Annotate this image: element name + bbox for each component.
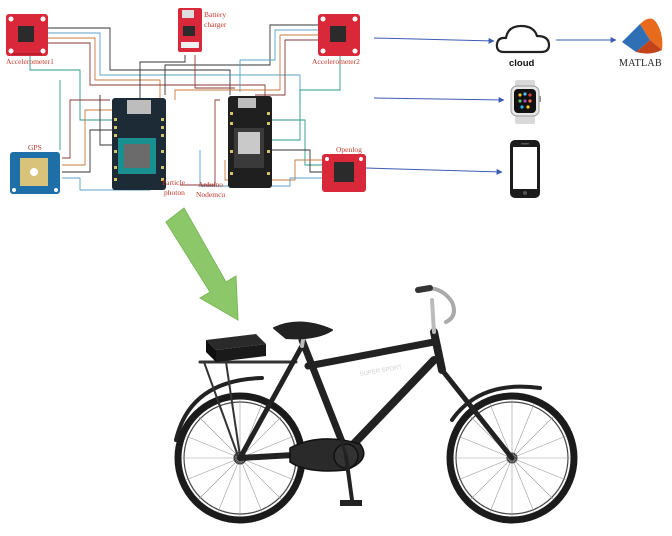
battery-charger-label-line2: charger bbox=[204, 20, 227, 29]
gps-board bbox=[10, 152, 60, 194]
nodemcu-board bbox=[228, 96, 272, 188]
bicycle-icon: SUPER SPORT bbox=[174, 285, 578, 524]
smartwatch-icon bbox=[510, 80, 541, 124]
smartphone-icon bbox=[510, 140, 540, 198]
wiring bbox=[29, 24, 341, 191]
particle-label-line1: Particle bbox=[162, 178, 186, 187]
particle-photon-board bbox=[112, 98, 166, 190]
cloud-icon bbox=[495, 24, 551, 54]
svg-text:SUPER SPORT: SUPER SPORT bbox=[359, 365, 403, 378]
accelerometer2-label: Accelerometer2 bbox=[312, 57, 360, 66]
matlab-logo-icon bbox=[622, 18, 663, 54]
arduino-label-line1: Arduino bbox=[198, 180, 223, 189]
battery-charger-board bbox=[178, 8, 202, 52]
openlog-board bbox=[322, 154, 366, 192]
openlog-label: Openlog bbox=[336, 145, 362, 154]
gps-label: GPS bbox=[28, 143, 42, 152]
particle-label-line2: photon bbox=[164, 188, 185, 197]
accelerometer1-label: Accelerometer1 bbox=[6, 57, 54, 66]
arduino-label-line2: Nodemcu bbox=[196, 190, 225, 199]
green-arrow bbox=[165, 207, 239, 321]
arrow-to-cloud bbox=[373, 37, 495, 44]
sensor-box-icon bbox=[206, 334, 266, 362]
matlab-label: MATLAB bbox=[619, 58, 662, 69]
accelerometer1-board bbox=[6, 14, 48, 56]
arrow-to-smartwatch bbox=[373, 96, 505, 103]
battery-charger-label-line1: Battery bbox=[204, 10, 226, 19]
accelerometer2-board bbox=[318, 14, 360, 56]
arrow-to-smartphone bbox=[365, 167, 503, 175]
cloud-label: cloud bbox=[509, 58, 535, 69]
